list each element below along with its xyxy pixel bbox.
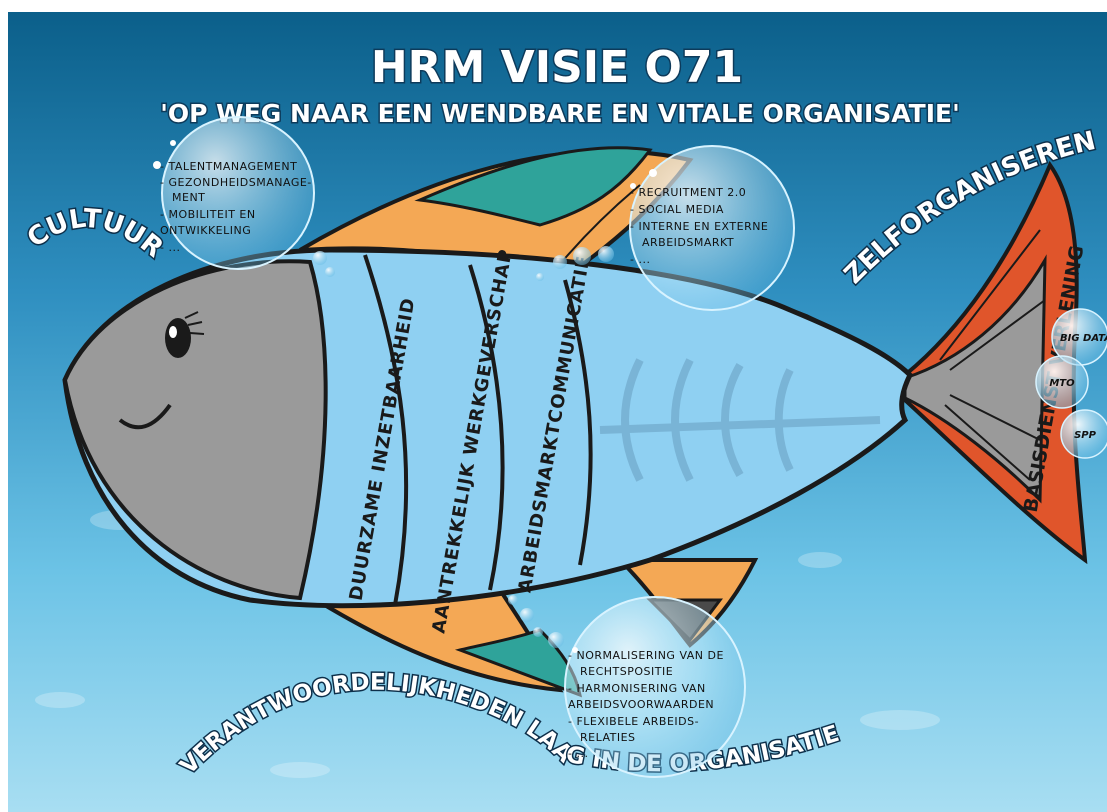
bubble-tr-line-4: ARBEIDSMARKT (642, 236, 734, 249)
bubble-tl-line-5: ONTWIKKELING (160, 224, 251, 237)
bubble-tl-line-4: - MOBILITEIT EN (160, 208, 256, 221)
bubble-bottom: - NORMALISERING VAN DE RECHTSPOSITIE - H… (565, 597, 745, 777)
bubble-b-line-6: RELATIES (580, 731, 636, 744)
bubble-b-line-3: - HARMONISERING VAN (568, 682, 706, 695)
tail-bubble-label-1: BIG DATA (1060, 333, 1107, 344)
bubble-tl-line-2: - GEZONDHEIDSMANAGE- (160, 176, 312, 189)
bubble-tl-line-3: MENT (172, 191, 205, 204)
bubble-b-line-7: - ... (568, 747, 588, 760)
bubble-tl-line-6: - ... (160, 241, 180, 254)
bubble-top-right: - RECRUITMENT 2.0 - SOCIAL MEDIA - INTER… (630, 146, 794, 310)
bubble-b-line-5: - FLEXIBELE ARBEIDS- (568, 715, 699, 728)
bubble-tr-line-2: - SOCIAL MEDIA (630, 203, 724, 216)
bubble-tr-line-5: - ... (630, 253, 650, 266)
poster-title: HRM VISIE O71 (371, 42, 743, 93)
bubble-b-line-4: ARBEIDSVOORWAARDEN (568, 698, 714, 711)
bubble-tr-line-3: - INTERNE EN EXTERNE (630, 220, 768, 233)
bubble-b-line-1: - NORMALISERING VAN DE (568, 649, 724, 662)
tail-bubble-mto: MTO (1036, 356, 1088, 408)
poster-subtitle: 'OP WEG NAAR EEN WENDBARE EN VITALE ORGA… (160, 99, 960, 128)
tail-bubble-label-3: SPP (1074, 430, 1097, 441)
tail-bubble-label-2: MTO (1049, 378, 1075, 389)
bubble-tr-line-1: - RECRUITMENT 2.0 (630, 186, 746, 199)
tail-bubble-spp: SPP (1061, 410, 1107, 458)
bubble-b-line-2: RECHTSPOSITIE (580, 665, 673, 678)
bubble-tl-line-1: - TALENTMANAGEMENT (160, 160, 297, 173)
